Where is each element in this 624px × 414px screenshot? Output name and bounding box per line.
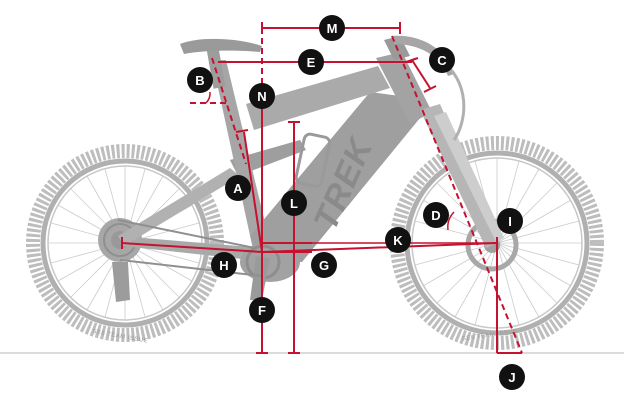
label-f-text: F: [258, 303, 266, 318]
label-badges: M E C B N A L D: [187, 15, 525, 390]
label-l-text: L: [290, 196, 298, 211]
label-h-text: H: [219, 258, 228, 273]
label-m-badge: M: [319, 15, 345, 41]
label-k-badge: K: [385, 227, 411, 253]
label-d-badge: D: [423, 202, 449, 228]
label-k-text: K: [393, 233, 403, 248]
measure-c-line: [411, 59, 431, 89]
label-n-text: N: [257, 89, 266, 104]
label-i-badge: I: [497, 208, 523, 234]
label-c-text: C: [437, 53, 447, 68]
label-e-badge: E: [298, 49, 324, 75]
label-j-badge: J: [499, 364, 525, 390]
label-g-text: G: [319, 258, 329, 273]
label-c-badge: C: [429, 47, 455, 73]
measure-k-line: [261, 242, 498, 253]
label-e-text: E: [307, 55, 316, 70]
label-a-badge: A: [225, 175, 251, 201]
measure-d-line: [391, 35, 523, 354]
label-d-text: D: [431, 208, 440, 223]
measure-a-line: [243, 131, 263, 253]
label-h-badge: H: [211, 252, 237, 278]
label-m-text: M: [327, 21, 338, 36]
label-a-text: A: [233, 181, 243, 196]
label-b-text: B: [195, 73, 204, 88]
label-g-badge: G: [311, 252, 337, 278]
label-f-badge: F: [249, 297, 275, 323]
measure-b-line: [211, 57, 247, 165]
label-l-badge: L: [281, 190, 307, 216]
label-j-text: J: [508, 370, 515, 385]
label-i-text: I: [508, 214, 512, 229]
label-n-badge: N: [249, 83, 275, 109]
measure-h-line: [121, 242, 263, 253]
label-b-badge: B: [187, 67, 213, 93]
